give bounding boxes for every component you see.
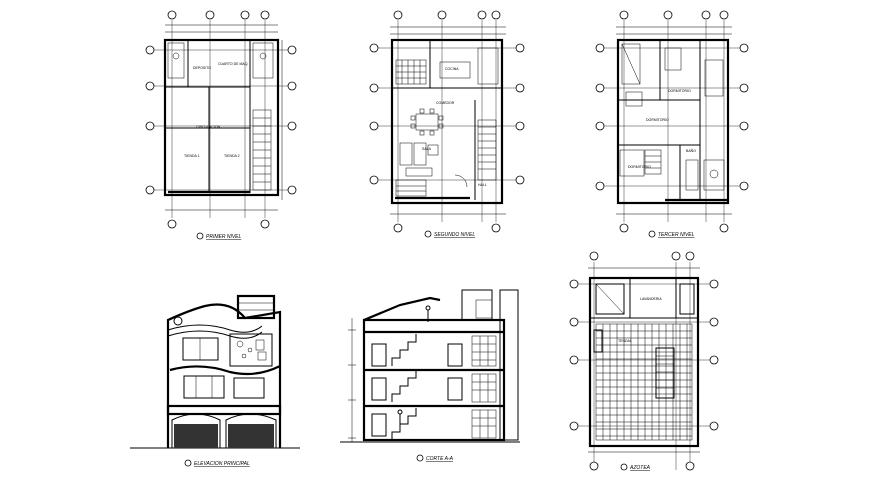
tile-walls — [471, 299, 497, 439]
grid-bubbles — [595, 10, 749, 233]
room-label: COMEDOR — [436, 101, 455, 105]
dimension-lines — [165, 24, 283, 211]
shop-shutters — [171, 413, 277, 448]
grid-bubbles — [145, 10, 297, 229]
plan-title-marker: TERCER NIVEL — [648, 230, 695, 238]
plan-second-level: COCINA COMEDOR SALA HALL SEGUNDO NIVEL — [369, 10, 525, 238]
room-label: CIRCULACION — [196, 125, 221, 129]
toilet-fixtures — [167, 42, 274, 79]
dimension-lines — [390, 26, 506, 215]
dimension-lines — [588, 267, 700, 453]
doors — [371, 343, 463, 437]
room-label: DORMITORIO — [628, 165, 651, 169]
dimension-lines — [616, 26, 732, 215]
walls — [163, 38, 280, 197]
room-label: TENDAL — [618, 339, 632, 343]
human-figure — [397, 305, 431, 426]
walls — [390, 38, 504, 205]
plan-third-level: DORMITORIO DORMITORIO DORMITORIO BAÑO TE… — [595, 10, 749, 238]
room-label: COCINA — [445, 67, 459, 71]
section-a-a: CORTE A-A — [340, 289, 520, 462]
elevation-title: ELEVACION PRINCIPAL — [194, 461, 250, 467]
room-label: CUARTO DE MAQ. — [218, 62, 248, 66]
walls — [616, 38, 730, 205]
grid-axes — [600, 20, 744, 222]
main-elevation: ELEVACION PRINCIPAL — [130, 294, 300, 467]
plan-first-level: DEPOSITO CUARTO DE MAQ. CIRCULACION TIEN… — [145, 10, 297, 240]
stair-steps — [391, 334, 417, 440]
plan-title-marker: PRIMER NIVEL — [196, 232, 242, 240]
plan-title-marker: AZOTEA — [620, 463, 651, 471]
grid-bubbles — [569, 251, 719, 471]
roof-tile-grid — [595, 323, 693, 441]
room-label: HALL — [478, 183, 487, 187]
plan-title-marker: SEGUNDO NIVEL — [424, 230, 475, 238]
room-label: DORMITORIO — [646, 118, 669, 122]
living-sofas — [395, 142, 439, 197]
room-label: TIENDA 2 — [224, 154, 240, 158]
ornament-pattern — [236, 339, 267, 361]
plan-title: TERCER NIVEL — [658, 232, 695, 238]
room-label: BAÑO — [686, 148, 696, 153]
level-marks — [348, 329, 356, 439]
room-label: SALA — [422, 147, 432, 151]
room-label: DEPOSITO — [193, 66, 211, 70]
plan-roof: LAVANDERIA TENDAL AZOTEA — [569, 251, 719, 471]
stairs — [454, 119, 497, 188]
dining-set — [410, 108, 444, 136]
room-label: DORMITORIO — [668, 89, 691, 93]
plan-title-marker: ELEVACION PRINCIPAL — [184, 459, 250, 467]
room-label: TIENDA 1 — [184, 154, 200, 158]
plan-title: PRIMER NIVEL — [206, 234, 242, 240]
stairs — [252, 109, 272, 191]
room-label: LAVANDERIA — [640, 297, 662, 301]
furniture — [619, 43, 725, 191]
plan-title: SEGUNDO NIVEL — [434, 232, 475, 238]
plan-title-marker: CORTE A-A — [416, 454, 454, 462]
section-title: CORTE A-A — [426, 456, 454, 462]
grid-bubbles — [369, 10, 525, 233]
grid-axes — [150, 20, 292, 218]
plan-title: AZOTEA — [629, 465, 651, 471]
kitchen-tiles — [395, 47, 499, 85]
